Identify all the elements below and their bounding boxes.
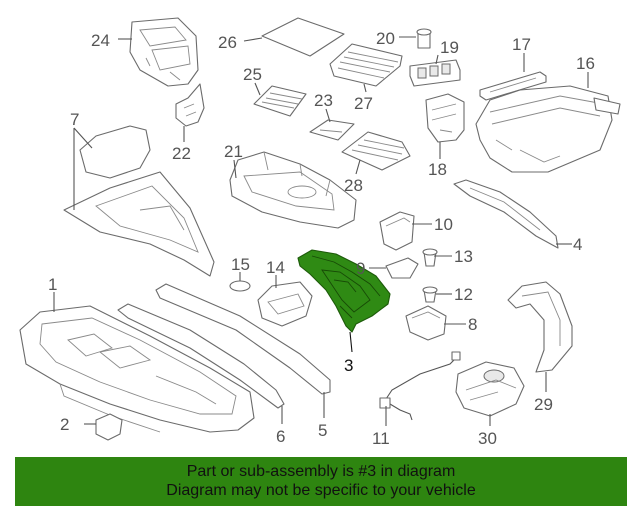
callout-4: 4	[573, 235, 582, 254]
callout-1: 1	[48, 275, 57, 294]
part-8	[405, 305, 447, 341]
callout-19: 19	[440, 38, 459, 57]
callout-11: 11	[372, 429, 390, 448]
callout-labels: 24 26 20 19 17 16 25 23 27 22 18 7 21 28…	[48, 29, 595, 448]
part-6	[117, 303, 285, 409]
part-26	[261, 17, 345, 57]
callout-17: 17	[512, 35, 531, 54]
part-10	[379, 211, 415, 251]
callout-13: 13	[454, 247, 473, 266]
part-13	[422, 248, 438, 267]
part-7	[63, 125, 215, 277]
part-5	[155, 283, 331, 395]
part-22	[175, 83, 205, 127]
callout-20: 20	[376, 29, 395, 48]
part-30	[455, 361, 525, 417]
callout-16: 16	[576, 54, 595, 73]
callout-25: 25	[243, 65, 262, 84]
callout-7: 7	[70, 110, 79, 129]
notice-banner: Part or sub-assembly is #3 in diagram Di…	[15, 457, 627, 506]
part-11	[379, 351, 461, 421]
part-20	[416, 28, 432, 49]
part-16	[475, 85, 621, 173]
callout-5: 5	[318, 421, 327, 440]
part-23	[309, 119, 355, 141]
part-29	[507, 281, 573, 373]
part-4	[453, 179, 559, 249]
part-3-highlighted[interactable]	[297, 249, 391, 333]
banner-line-disclaimer: Diagram may not be specific to your vehi…	[166, 482, 476, 499]
callout-21: 21	[224, 142, 243, 161]
callout-6: 6	[276, 427, 285, 446]
callout-2: 2	[60, 415, 69, 434]
callout-22: 22	[172, 144, 191, 163]
callout-15: 15	[231, 255, 250, 274]
part-9	[385, 257, 419, 279]
part-2	[95, 413, 123, 441]
callout-10: 10	[434, 215, 453, 234]
parts-diagram: 24 26 20 19 17 16 25 23 27 22 18 7 21 28…	[19, 17, 621, 448]
part-28	[341, 131, 411, 171]
callout-28: 28	[344, 176, 363, 195]
callout-27: 27	[354, 94, 373, 113]
banner-line-part-info: Part or sub-assembly is #3 in diagram	[186, 463, 456, 480]
callout-8: 8	[468, 315, 477, 334]
part-27	[329, 43, 403, 87]
part-1	[19, 305, 255, 433]
callout-29: 29	[534, 395, 553, 414]
callout-30: 30	[478, 429, 497, 448]
part-24	[129, 17, 199, 87]
callout-9: 9	[356, 259, 365, 278]
part-14	[257, 281, 313, 327]
part-18	[425, 93, 465, 143]
part-12	[422, 286, 438, 303]
part-15	[229, 280, 251, 292]
part-21	[229, 151, 357, 229]
callout-3-highlighted: 3	[344, 356, 353, 375]
callout-26: 26	[218, 33, 237, 52]
leader-lines	[53, 36, 589, 426]
part-25	[253, 85, 307, 117]
callout-24: 24	[91, 31, 110, 50]
callout-18: 18	[428, 160, 447, 179]
part-19	[409, 59, 461, 87]
callout-14: 14	[266, 258, 285, 277]
callout-23: 23	[314, 91, 333, 110]
part-17	[479, 71, 547, 101]
callout-12: 12	[454, 285, 473, 304]
